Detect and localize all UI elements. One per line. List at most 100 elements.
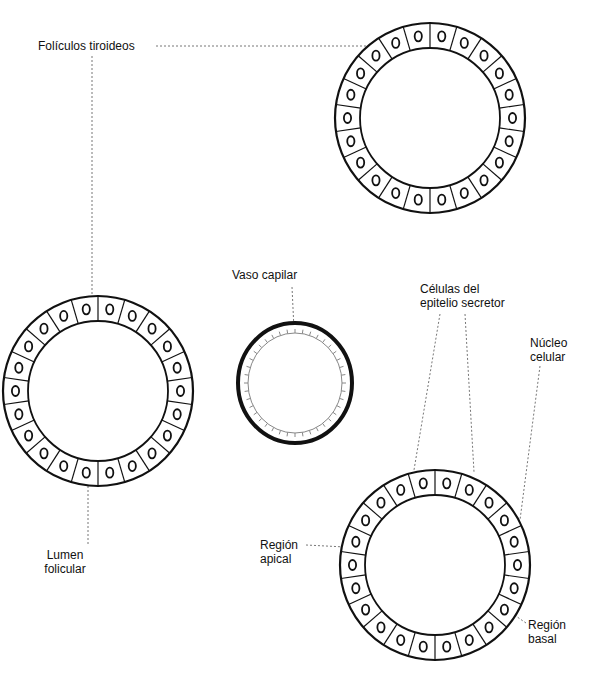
cell-nucleus <box>106 304 113 314</box>
cell-nucleus <box>506 90 513 100</box>
cell-nucleus <box>177 386 184 396</box>
cell-wall <box>403 185 410 209</box>
cell-wall <box>494 147 517 157</box>
cell-nucleus <box>148 324 155 334</box>
cell-nucleus <box>349 560 356 570</box>
endothelial-tick <box>340 366 344 367</box>
endothelial-tick <box>323 339 325 342</box>
part-label: Núcleo celular <box>530 336 588 364</box>
cell-wall <box>450 185 457 209</box>
cell-wall <box>494 79 517 89</box>
cell-wall <box>47 311 61 332</box>
cell-wall <box>384 624 398 645</box>
cell-nucleus <box>392 38 399 48</box>
cell-nucleus <box>83 304 90 314</box>
cell-nucleus <box>106 468 113 478</box>
cell-wall <box>429 188 430 213</box>
endothelial-tick <box>340 398 344 399</box>
cell-nucleus <box>40 324 47 334</box>
part-label: Región basal <box>528 618 580 646</box>
cell-wall <box>434 635 435 660</box>
cell-nucleus <box>415 195 422 205</box>
endothelial-tick <box>337 406 341 408</box>
cell-wall <box>71 458 78 482</box>
cell-nucleus <box>129 311 136 321</box>
cell-nucleus <box>352 583 359 593</box>
endothelial-tick <box>272 428 274 432</box>
follicles <box>3 23 530 660</box>
cell-nucleus <box>496 68 503 78</box>
endothelial-tick <box>287 330 289 334</box>
endothelial-tick <box>310 332 311 336</box>
cell-nucleus <box>506 136 513 146</box>
endothelial-tick <box>333 412 336 414</box>
cell-nucleus <box>347 90 354 100</box>
leader-line <box>92 56 93 296</box>
cell-wall <box>118 458 125 482</box>
leader-line <box>156 46 367 47</box>
endothelial-tick <box>250 406 254 408</box>
cell-wall <box>499 594 522 604</box>
cell-nucleus <box>466 635 473 645</box>
cell-nucleus <box>60 461 67 471</box>
capillary-lumen <box>248 333 342 433</box>
cell-wall <box>379 177 393 198</box>
cell-nucleus <box>344 113 351 123</box>
thyroid-follicle <box>340 470 530 660</box>
endothelial-tick <box>265 423 267 426</box>
capillary-vessel <box>238 323 352 443</box>
cell-wall <box>341 575 366 579</box>
cell-nucleus <box>15 363 22 373</box>
endothelial-tick <box>287 432 289 436</box>
cell-nucleus <box>415 31 422 41</box>
cell-nucleus <box>496 158 503 168</box>
leader-line <box>414 314 440 470</box>
cell-nucleus <box>357 68 364 78</box>
endothelial-tick <box>246 366 250 367</box>
cell-nucleus <box>372 51 379 61</box>
cell-nucleus <box>443 642 450 652</box>
cell-nucleus <box>362 605 369 615</box>
follicle-apical-border <box>28 321 168 461</box>
cell-wall <box>167 401 192 405</box>
cell-nucleus <box>347 136 354 146</box>
cell-nucleus <box>397 485 404 495</box>
cell-wall <box>4 377 29 381</box>
cell-nucleus <box>352 537 359 547</box>
cell-nucleus <box>420 478 427 488</box>
follicle-basal-border <box>340 470 530 660</box>
cell-nucleus <box>372 175 379 185</box>
cell-wall <box>47 450 61 471</box>
cell-nucleus <box>501 605 508 615</box>
cell-wall <box>97 296 98 321</box>
cell-nucleus <box>129 461 136 471</box>
endothelial-tick <box>272 335 274 339</box>
cell-nucleus <box>392 188 399 198</box>
cell-wall <box>408 632 415 656</box>
cell-wall <box>468 38 482 59</box>
follicle-basal-border <box>335 23 525 213</box>
cell-nucleus <box>25 431 32 441</box>
cell-nucleus <box>443 478 450 488</box>
cell-nucleus <box>148 448 155 458</box>
cell-wall <box>468 177 482 198</box>
cell-wall <box>136 450 150 471</box>
cell-nucleus <box>480 51 487 61</box>
endothelial-tick <box>279 431 280 435</box>
cell-wall <box>136 311 150 332</box>
cell-wall <box>167 377 192 381</box>
endothelial-tick <box>328 418 331 421</box>
cell-wall <box>97 461 98 486</box>
cell-nucleus <box>164 431 171 441</box>
endothelial-tick <box>310 431 311 435</box>
endothelial-tick <box>328 345 331 348</box>
endothelial-tick <box>316 335 318 339</box>
cell-nucleus <box>461 188 468 198</box>
part-label: Vaso capilar <box>232 268 332 282</box>
cell-nucleus <box>461 38 468 48</box>
cell-wall <box>455 474 462 498</box>
cell-wall <box>336 104 361 108</box>
endothelial-tick <box>244 383 248 384</box>
cell-wall <box>450 27 457 51</box>
